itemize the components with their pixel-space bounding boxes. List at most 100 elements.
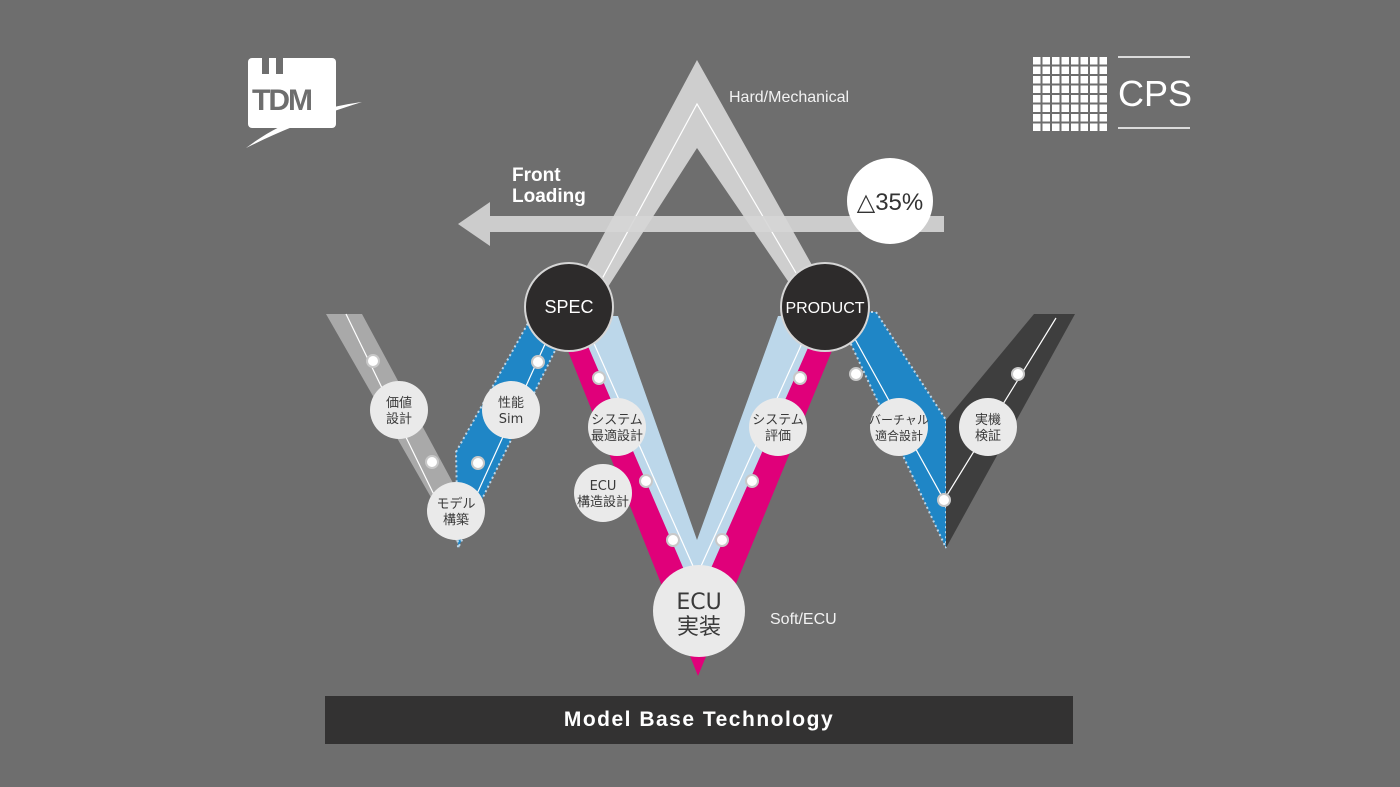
spec-label: SPEC bbox=[544, 297, 593, 317]
model-building-node bbox=[427, 482, 485, 540]
step-dot bbox=[793, 371, 807, 385]
cps-grid-cell bbox=[1071, 104, 1079, 112]
cps-logo: CPS bbox=[1033, 56, 1192, 131]
cps-grid-cell bbox=[1071, 85, 1079, 93]
ecu-implementation-label-1: ECU bbox=[676, 590, 721, 615]
performance-sim-label-2: Sim bbox=[499, 412, 524, 427]
real-machine-label-2: 検証 bbox=[975, 429, 1001, 444]
cps-grid-cell bbox=[1061, 114, 1069, 122]
cps-grid-cell bbox=[1061, 57, 1069, 65]
cps-grid-cell bbox=[1080, 85, 1088, 93]
system-evaluation-node bbox=[749, 398, 807, 456]
cps-grid-cell bbox=[1071, 114, 1079, 122]
cps-logo-text: CPS bbox=[1118, 73, 1192, 114]
value-design-node bbox=[370, 381, 428, 439]
cps-grid-cell bbox=[1052, 76, 1060, 84]
cps-grid-cell bbox=[1090, 95, 1098, 103]
cps-grid-cell bbox=[1052, 104, 1060, 112]
cps-grid-cell bbox=[1071, 57, 1079, 65]
cps-grid-cell bbox=[1033, 114, 1041, 122]
front-loading-label-1: Front bbox=[512, 165, 561, 186]
cps-grid-cell bbox=[1052, 85, 1060, 93]
cps-grid-cell bbox=[1061, 95, 1069, 103]
left-arrow-icon bbox=[458, 202, 944, 246]
cps-grid-cell bbox=[1042, 66, 1050, 74]
cps-grid-cell bbox=[1042, 95, 1050, 103]
step-dot bbox=[715, 533, 729, 547]
system-evaluation-label-1: システム bbox=[752, 413, 804, 428]
cps-grid-cell bbox=[1071, 76, 1079, 84]
cps-grid-cell bbox=[1099, 114, 1107, 122]
cps-grid-cell bbox=[1061, 66, 1069, 74]
step-dot bbox=[639, 474, 653, 488]
step-dot bbox=[666, 533, 680, 547]
cps-grid-cell bbox=[1080, 66, 1088, 74]
cps-grid-cell bbox=[1080, 123, 1088, 131]
ecu-implementation-label-2: 実装 bbox=[677, 615, 721, 640]
performance-sim-label-1: 性能 bbox=[498, 396, 524, 411]
front-loading-label-2: Loading bbox=[512, 186, 586, 207]
cps-grid-cell bbox=[1080, 57, 1088, 65]
cps-grid-cell bbox=[1099, 95, 1107, 103]
cps-grid-cell bbox=[1033, 66, 1041, 74]
step-dot bbox=[745, 474, 759, 488]
cps-grid-cell bbox=[1052, 57, 1060, 65]
step-dot bbox=[592, 371, 606, 385]
cps-grid-cell bbox=[1090, 66, 1098, 74]
cps-grid-cell bbox=[1033, 76, 1041, 84]
spec-node bbox=[524, 262, 614, 352]
model-base-technology-banner: Model Base Technology bbox=[325, 696, 1073, 744]
cps-grid-cell bbox=[1071, 95, 1079, 103]
cps-logo-grid bbox=[1033, 57, 1107, 131]
system-optimization-label-1: システム bbox=[591, 413, 643, 428]
cps-grid-cell bbox=[1090, 85, 1098, 93]
cps-grid-cell bbox=[1061, 76, 1069, 84]
soft-ecu-label: Soft/ECU bbox=[770, 611, 837, 628]
tdm-logo-text: TDM bbox=[252, 84, 311, 117]
cps-grid-cell bbox=[1042, 85, 1050, 93]
virtual-calibration-label-1: バーチャル bbox=[869, 413, 929, 427]
ecu-structure-label-1: ECU bbox=[590, 479, 617, 494]
step-dot bbox=[937, 493, 951, 507]
tdm-logo: TDM bbox=[246, 56, 362, 148]
ecu-structure-node bbox=[574, 464, 632, 522]
system-optimization-label-2: 最適設計 bbox=[591, 428, 643, 444]
cps-grid-cell bbox=[1099, 85, 1107, 93]
hard-mechanical-label: Hard/Mechanical bbox=[729, 89, 849, 106]
cps-grid-cell bbox=[1033, 95, 1041, 103]
step-dot bbox=[849, 367, 863, 381]
cps-grid-cell bbox=[1099, 57, 1107, 65]
cps-grid-cell bbox=[1052, 123, 1060, 131]
cps-grid-cell bbox=[1099, 66, 1107, 74]
hardware-lambda-band bbox=[574, 60, 826, 290]
cps-grid-cell bbox=[1090, 57, 1098, 65]
cps-grid-cell bbox=[1033, 104, 1041, 112]
cps-grid-cell bbox=[1071, 123, 1079, 131]
cps-grid-cell bbox=[1042, 57, 1050, 65]
ecu-structure-label-2: 構造設計 bbox=[577, 494, 629, 510]
performance-sim-node bbox=[482, 381, 540, 439]
tdm-logo-badge bbox=[248, 58, 336, 128]
step-dot bbox=[1011, 367, 1025, 381]
cps-grid-cell bbox=[1042, 123, 1050, 131]
cps-grid-cell bbox=[1052, 95, 1060, 103]
cps-grid-cell bbox=[1099, 123, 1107, 131]
reduction-badge bbox=[847, 158, 933, 244]
real-machine-label-1: 実機 bbox=[975, 412, 1001, 428]
value-design-label-2: 設計 bbox=[386, 411, 412, 427]
cps-grid-cell bbox=[1061, 123, 1069, 131]
cps-grid-cell bbox=[1099, 76, 1107, 84]
cps-grid-cell bbox=[1042, 114, 1050, 122]
cps-grid-cell bbox=[1080, 95, 1088, 103]
ecu-implementation-node bbox=[653, 565, 745, 657]
real-machine-node bbox=[959, 398, 1017, 456]
cps-grid-cell bbox=[1052, 114, 1060, 122]
system-v-band bbox=[575, 316, 822, 600]
cps-grid-cell bbox=[1042, 76, 1050, 84]
system-evaluation-label-2: 評価 bbox=[765, 429, 791, 444]
cps-grid-cell bbox=[1090, 104, 1098, 112]
cps-grid-cell bbox=[1052, 66, 1060, 74]
cps-grid-cell bbox=[1061, 104, 1069, 112]
